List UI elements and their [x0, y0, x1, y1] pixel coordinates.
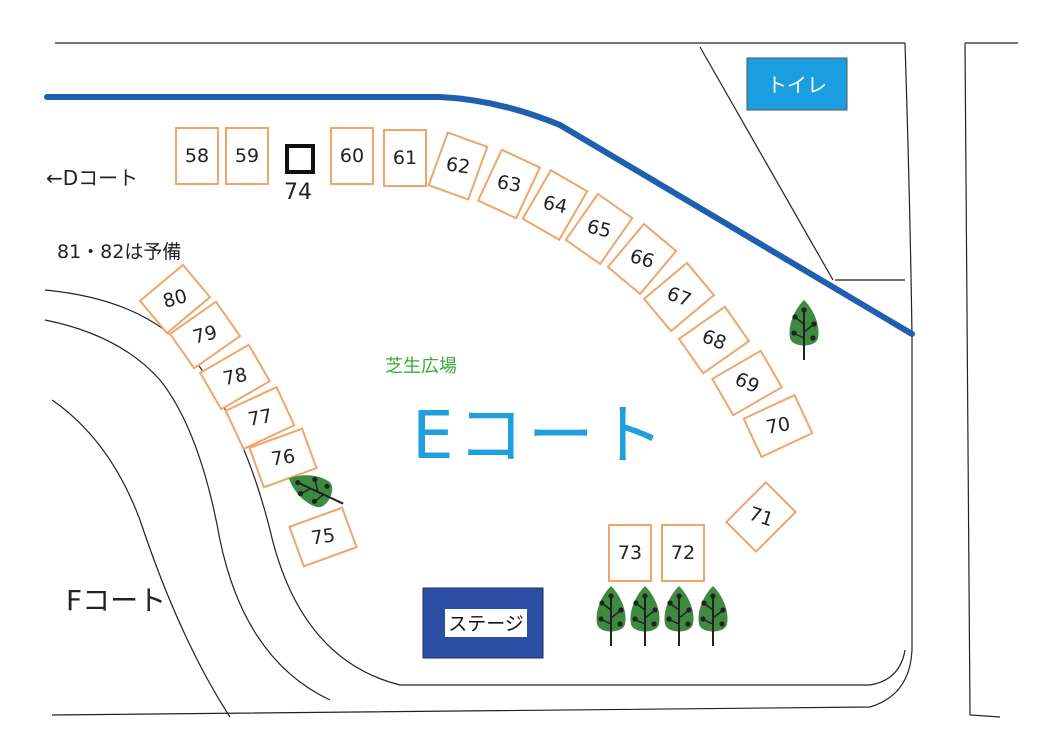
f-court-label: Fコート [66, 584, 167, 617]
booth-number: 62 [444, 153, 472, 179]
booth-73: 73 [608, 524, 652, 582]
booth-number: 68 [698, 325, 730, 355]
stage-label: ステージ [448, 613, 524, 635]
booth-72: 72 [661, 524, 705, 582]
booth-number: 79 [190, 321, 220, 349]
tree-icon [625, 584, 665, 648]
booth-number: 65 [584, 215, 614, 243]
booth-number: 63 [495, 171, 523, 197]
booth-number: 80 [160, 285, 190, 313]
booth-number: 60 [339, 145, 365, 167]
booth-number: 75 [309, 524, 337, 550]
booth-number: 70 [764, 413, 792, 439]
booth-58: 58 [175, 127, 219, 185]
tree-icon [784, 298, 824, 362]
booth-number: 73 [617, 542, 643, 564]
booth-number: 72 [670, 542, 696, 564]
east-boundary-line [51, 42, 913, 716]
toilet-path-line [699, 46, 834, 281]
tree-icon [279, 459, 354, 522]
booth-number: 71 [746, 502, 776, 532]
far-east-boundary [964, 42, 1018, 718]
booth-number: 69 [731, 368, 763, 398]
booth-number: 77 [246, 405, 274, 431]
f-court-edge [51, 399, 231, 718]
e-court-label: Eコート [412, 397, 668, 474]
lawn-label: 芝生広場 [385, 356, 457, 377]
blue-road-line [44, 94, 915, 337]
tree-icon [591, 584, 631, 648]
reserve-note: 81・82は予備 [57, 241, 182, 263]
booth-60: 60 [330, 127, 374, 185]
booth-number: 67 [663, 282, 695, 312]
booth-number: 59 [234, 145, 260, 167]
tree-icon [693, 584, 733, 648]
booth-74-marker [285, 144, 315, 174]
booth-number: 61 [392, 147, 418, 169]
stage-label-bg [445, 609, 527, 637]
booth-61: 61 [383, 129, 427, 187]
booth-59: 59 [225, 127, 269, 185]
toilet-box [746, 57, 848, 111]
booth-number: 78 [220, 363, 250, 391]
tree-icon [659, 584, 699, 648]
booth-number: 64 [540, 191, 570, 219]
booth-number: 66 [627, 245, 657, 273]
inner-court-edge [44, 289, 906, 686]
toilet-label: トイレ [767, 73, 827, 97]
booth-74-label: 74 [284, 180, 312, 205]
d-court-label: ←Dコート [46, 166, 139, 190]
booth-number: 58 [184, 145, 210, 167]
west-court-edge [44, 319, 331, 701]
